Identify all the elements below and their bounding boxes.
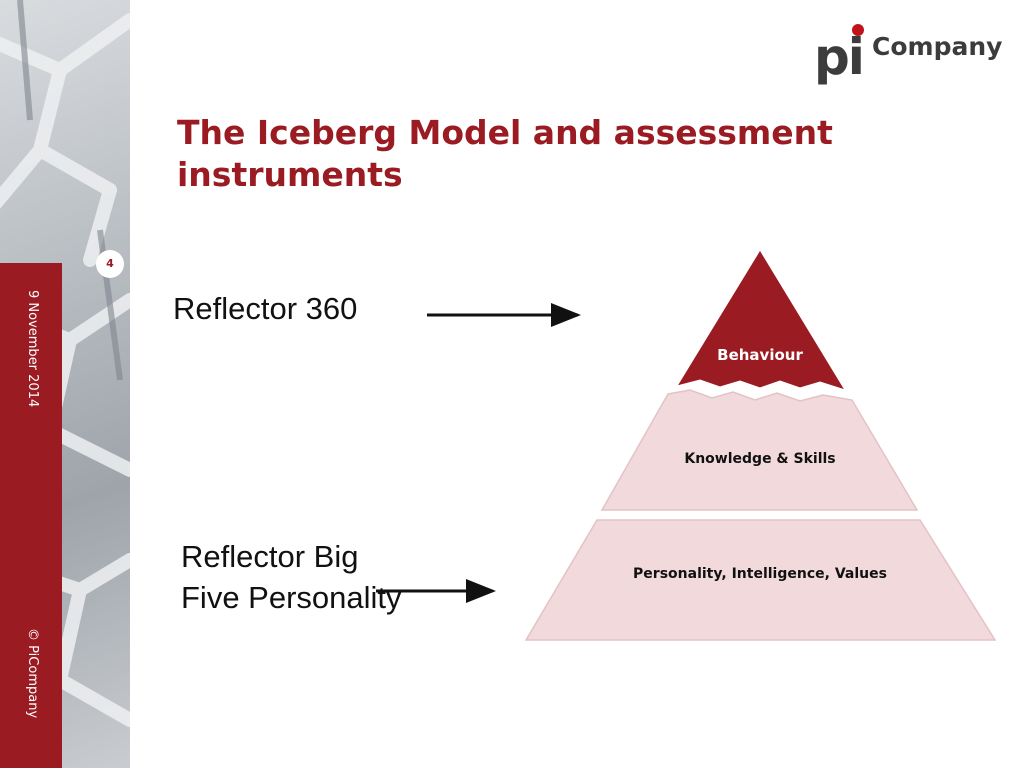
tier-knowledge-shape (600, 389, 919, 511)
instrument-label-reflector-big-five: Reflector Big Five Personality (181, 539, 402, 615)
tier-personality-shape (524, 519, 997, 641)
side-red-band (0, 263, 62, 768)
tier-behaviour-shape (675, 249, 847, 391)
logo-dot (852, 24, 864, 36)
instrument-label-reflector-360: Reflector 360 (173, 291, 358, 326)
tier-label-personality: Personality, Intelligence, Values (633, 566, 887, 582)
tier-label-behaviour: Behaviour (717, 346, 803, 364)
slide-title: The Iceberg Model and assessment instrum… (177, 113, 833, 194)
tier-label-knowledge-skills: Knowledge & Skills (684, 451, 836, 467)
page-number-badge: 4 (96, 250, 124, 278)
picompany-logo: pi Company (814, 22, 1004, 92)
logo-company-text: Company (872, 32, 1003, 61)
logo-pi-text: pi (814, 28, 865, 86)
